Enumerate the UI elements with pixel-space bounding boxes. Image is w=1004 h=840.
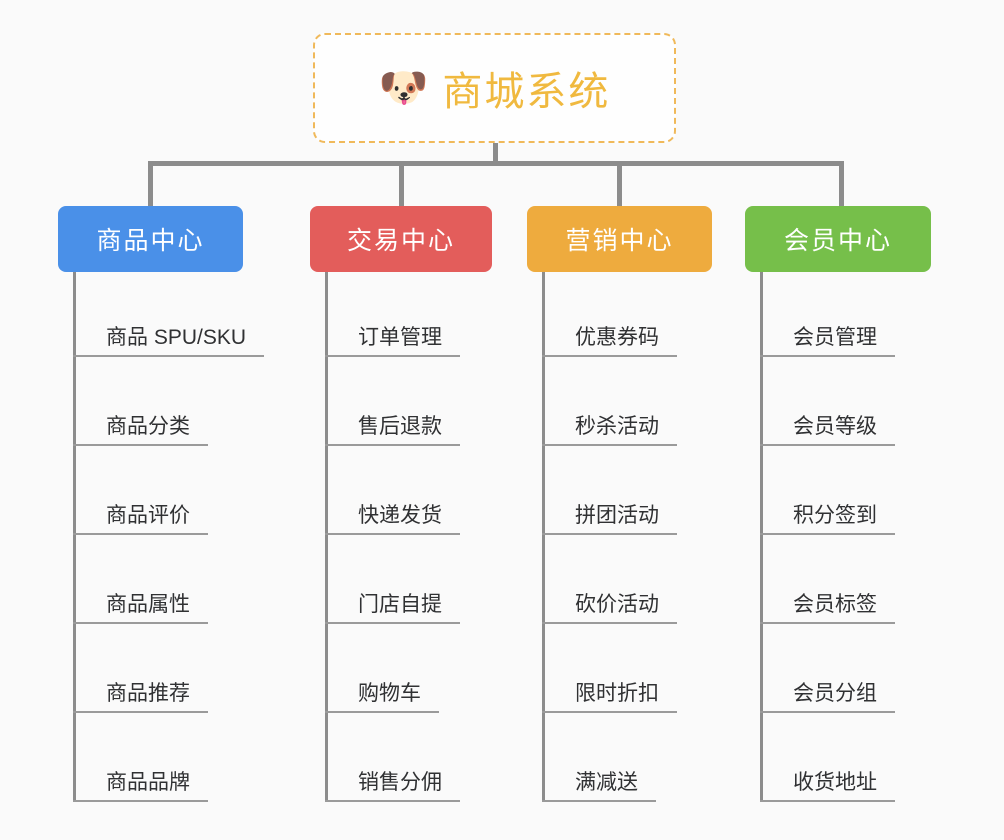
leaf-connector [325, 444, 358, 446]
column-spine-marketing-center [542, 272, 545, 802]
leaf-connector [760, 711, 793, 713]
leaf-connector [325, 800, 358, 802]
leaf-item-label: 商品推荐 [106, 682, 208, 713]
category-header-trade-center[interactable]: 交易中心 [310, 206, 492, 272]
connector-drop-3 [617, 161, 622, 207]
leaf-item[interactable]: 秒杀活动 [542, 361, 712, 450]
dog-face-icon: 🐶 [378, 66, 429, 110]
leaf-item-label: 销售分佣 [358, 771, 460, 802]
leaf-item[interactable]: 砍价活动 [542, 539, 712, 628]
leaf-connector [542, 800, 575, 802]
category-column-product-center: 商品中心商品 SPU/SKU 商品分类商品评价商品属性商品推荐商品品牌 [58, 206, 265, 806]
leaf-item-label: 商品分类 [106, 415, 208, 446]
connector-horizontal-bar [150, 161, 844, 166]
leaf-item[interactable]: 拼团活动 [542, 450, 712, 539]
column-spine-member-center [760, 272, 763, 802]
leaf-item-label: 会员分组 [793, 682, 895, 713]
leaf-item[interactable]: 商品属性 [73, 539, 243, 628]
leaf-item[interactable]: 门店自提 [325, 539, 492, 628]
leaf-item-label: 会员管理 [793, 326, 895, 357]
leaf-item[interactable]: 商品评价 [73, 450, 243, 539]
root-node[interactable]: 🐶 商城系统 [313, 33, 676, 143]
leaf-item[interactable]: 满减送 [542, 717, 712, 806]
leaf-item-label: 秒杀活动 [575, 415, 677, 446]
leaf-item[interactable]: 商品推荐 [73, 628, 243, 717]
leaf-item[interactable]: 快递发货 [325, 450, 492, 539]
leaf-item-label: 砍价活动 [575, 593, 677, 624]
category-column-marketing-center: 营销中心优惠券码秒杀活动拼团活动砍价活动限时折扣满减送 [527, 206, 712, 806]
leaf-connector [73, 444, 106, 446]
leaf-connector [760, 355, 793, 357]
leaf-item[interactable]: 会员管理 [760, 272, 931, 361]
leaf-connector [325, 711, 358, 713]
leaf-item[interactable]: 商品 SPU/SKU [73, 272, 265, 361]
leaf-connector [760, 533, 793, 535]
leaf-list-member-center: 会员管理会员等级积分签到会员标签会员分组收货地址 [745, 272, 931, 806]
leaf-connector [760, 622, 793, 624]
column-spine-product-center [73, 272, 76, 802]
leaf-item[interactable]: 商品品牌 [73, 717, 243, 806]
leaf-item[interactable]: 购物车 [325, 628, 492, 717]
leaf-connector [325, 355, 358, 357]
leaf-item-label: 限时折扣 [575, 682, 677, 713]
leaf-item-label: 积分签到 [793, 504, 895, 535]
leaf-connector [73, 622, 106, 624]
leaf-item[interactable]: 商品分类 [73, 361, 243, 450]
leaf-connector [325, 622, 358, 624]
root-title: 商城系统 [442, 70, 611, 114]
leaf-item[interactable]: 会员分组 [760, 628, 931, 717]
connector-root-stem [493, 143, 498, 165]
leaf-item-label: 满减送 [575, 771, 656, 802]
leaf-item-label: 订单管理 [358, 326, 460, 357]
leaf-item-label: 收货地址 [793, 771, 895, 802]
leaf-item-label: 快递发货 [358, 504, 460, 535]
leaf-item[interactable]: 销售分佣 [325, 717, 492, 806]
leaf-connector [542, 622, 575, 624]
leaf-list-marketing-center: 优惠券码秒杀活动拼团活动砍价活动限时折扣满减送 [527, 272, 712, 806]
leaf-item[interactable]: 订单管理 [325, 272, 492, 361]
leaf-item[interactable]: 会员标签 [760, 539, 931, 628]
leaf-item[interactable]: 优惠券码 [542, 272, 712, 361]
leaf-item-label: 优惠券码 [575, 326, 677, 357]
leaf-connector [760, 444, 793, 446]
leaf-item-label: 购物车 [358, 682, 439, 713]
leaf-connector [73, 355, 106, 357]
leaf-list-trade-center: 订单管理售后退款快递发货门店自提购物车销售分佣 [310, 272, 492, 806]
leaf-connector [542, 355, 575, 357]
column-spine-trade-center [325, 272, 328, 802]
leaf-item[interactable]: 限时折扣 [542, 628, 712, 717]
leaf-item-label: 商品评价 [106, 504, 208, 535]
connector-drop-2 [399, 161, 404, 207]
leaf-item-label: 商品 SPU/SKU [106, 326, 265, 357]
leaf-connector [73, 533, 106, 535]
connector-drop-1 [148, 161, 153, 207]
leaf-item-label: 门店自提 [358, 593, 460, 624]
category-column-member-center: 会员中心会员管理会员等级积分签到会员标签会员分组收货地址 [745, 206, 931, 806]
category-header-marketing-center[interactable]: 营销中心 [527, 206, 712, 272]
connector-drop-4 [839, 161, 844, 207]
leaf-item[interactable]: 售后退款 [325, 361, 492, 450]
leaf-connector [73, 711, 106, 713]
leaf-connector [73, 800, 106, 802]
leaf-item[interactable]: 会员等级 [760, 361, 931, 450]
leaf-item[interactable]: 积分签到 [760, 450, 931, 539]
category-header-product-center[interactable]: 商品中心 [58, 206, 243, 272]
category-header-member-center[interactable]: 会员中心 [745, 206, 931, 272]
leaf-connector [542, 444, 575, 446]
category-column-trade-center: 交易中心订单管理售后退款快递发货门店自提购物车销售分佣 [310, 206, 492, 806]
leaf-item-label: 拼团活动 [575, 504, 677, 535]
leaf-item-label: 商品品牌 [106, 771, 208, 802]
leaf-item-label: 会员标签 [793, 593, 895, 624]
leaf-connector [542, 533, 575, 535]
leaf-item-label: 商品属性 [106, 593, 208, 624]
leaf-list-product-center: 商品 SPU/SKU 商品分类商品评价商品属性商品推荐商品品牌 [58, 272, 265, 806]
leaf-item-label: 会员等级 [793, 415, 895, 446]
leaf-connector [542, 711, 575, 713]
leaf-item[interactable]: 收货地址 [760, 717, 931, 806]
leaf-connector [760, 800, 793, 802]
leaf-connector [325, 533, 358, 535]
leaf-item-label: 售后退款 [358, 415, 460, 446]
